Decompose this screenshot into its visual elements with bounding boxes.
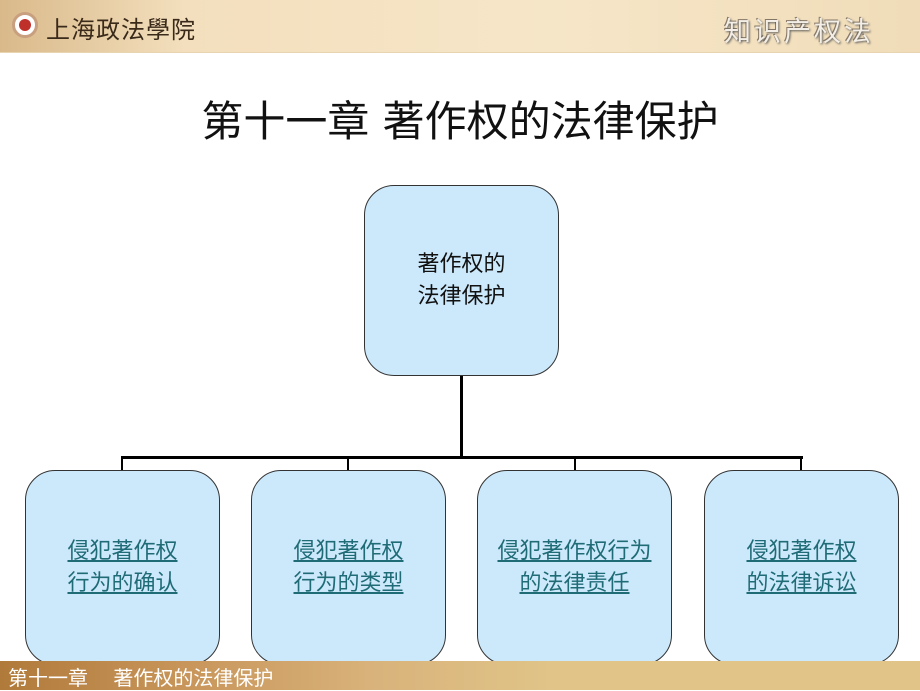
child-link[interactable]: 侵犯著作权行为的类型 <box>293 538 404 596</box>
footer-bar: 第十一章 著作权的法律保护 <box>0 661 920 690</box>
school-name: 上海政法學院 <box>46 16 196 44</box>
child-node: 侵犯著作权行为的确认 <box>25 470 220 665</box>
child-link[interactable]: 侵犯著作权行为的确认 <box>67 538 178 596</box>
footer-text: 第十一章 著作权的法律保护 <box>8 666 274 690</box>
header-banner: 上海政法學院 知识产权法 <box>0 0 920 53</box>
child-link[interactable]: 侵犯著作权行为的法律责任 <box>497 538 652 596</box>
child-node: 侵犯著作权行为的法律责任 <box>477 470 672 665</box>
connector <box>460 376 463 458</box>
connector <box>800 456 802 470</box>
page-title: 第十一章 著作权的法律保护 <box>201 97 719 146</box>
school-logo-icon <box>12 12 38 38</box>
root-line: 著作权的 <box>417 251 506 277</box>
connector <box>121 456 803 459</box>
connector <box>121 456 123 470</box>
root-line: 法律保护 <box>417 283 506 309</box>
child-node: 侵犯著作权行为的类型 <box>251 470 446 665</box>
connector <box>574 456 576 470</box>
child-node: 侵犯著作权的法律诉讼 <box>704 470 899 665</box>
course-name: 知识产权法 <box>724 17 874 48</box>
connector <box>347 456 349 470</box>
root-node: 著作权的法律保护 <box>364 185 559 376</box>
child-link[interactable]: 侵犯著作权的法律诉讼 <box>746 538 857 596</box>
